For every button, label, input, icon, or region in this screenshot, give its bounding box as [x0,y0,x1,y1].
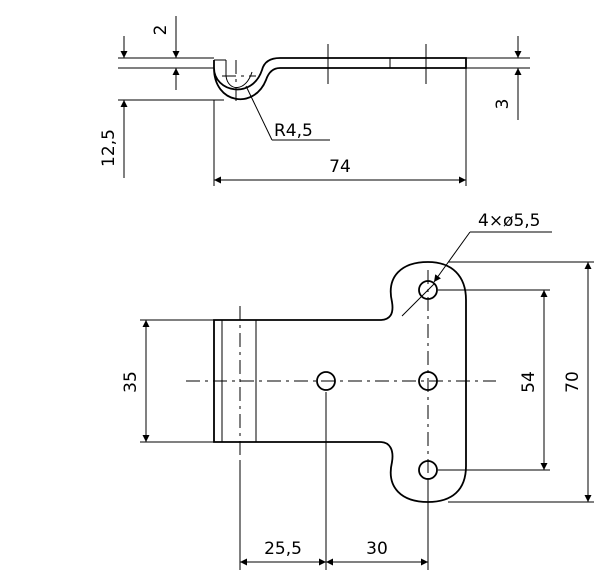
dim-54-label: 54 [519,371,539,393]
radius-label: R4,5 [274,121,313,141]
side-view: 2 12,5 3 R4,5 74 [99,16,530,186]
dim-3-label: 3 [493,99,513,110]
dim-25-5-label: 25,5 [264,539,302,559]
dim-12-5-label: 12,5 [99,129,119,167]
dim-74-label: 74 [329,157,351,177]
r-leader [245,85,273,141]
holes-label: 4×ø5,5 [478,211,541,231]
dim-2-label: 2 [151,25,171,36]
front-view: 4×ø5,5 35 54 70 25,5 30 [121,211,594,570]
dim-30-label: 30 [366,539,388,559]
hole-leader-tail [401,283,435,317]
dim-70-label: 70 [563,371,583,393]
dim-35-label: 35 [121,371,141,393]
side-profile [213,57,467,101]
plate-outline [213,261,467,503]
inner-bend [225,71,253,88]
hole-leader [433,231,471,283]
